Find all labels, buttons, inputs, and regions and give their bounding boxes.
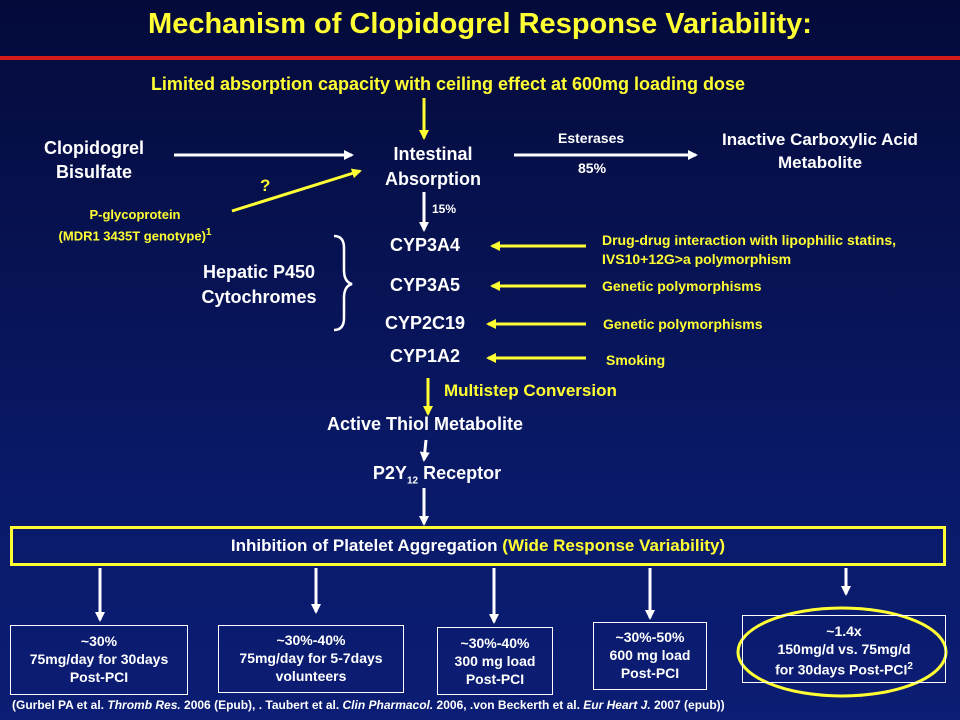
cyp1a2: CYP1A2: [389, 346, 461, 366]
p-glycoprotein: P-glycoprotein(MDR1 3435T genotype)1: [58, 207, 212, 244]
unknown-mark: ?: [260, 176, 271, 195]
arrow-active-to-receptor: [419, 439, 430, 462]
ceiling-note: Limited absorption capacity with ceiling…: [150, 74, 746, 94]
title-divider: [0, 56, 960, 60]
highlight-ellipse: [736, 606, 948, 698]
hepatic-brace: [333, 234, 353, 332]
citation: (Gurbel PA et al. Thromb Res. 2006 (Epub…: [12, 698, 725, 712]
p2y12-receptor: P2Y12 Receptor: [372, 463, 502, 487]
inhibition-box: Inhibition of Platelet Aggregation (Wide…: [10, 526, 946, 566]
multistep-conversion: Multistep Conversion: [444, 381, 617, 400]
active-thiol-metabolite: Active Thiol Metabolite: [326, 414, 524, 434]
cyp1a2-note: Smoking: [606, 352, 666, 368]
arrow-pgp-to-absorption: [231, 168, 362, 213]
esterases-label: Esterases: [558, 130, 625, 146]
percent-85: 85%: [578, 160, 607, 176]
cyp3a5: CYP3A5: [389, 275, 461, 295]
percent-15: 15%: [432, 202, 457, 216]
cyp3a4-note: Drug-drug interaction with lipophilic st…: [602, 232, 896, 267]
page-title: Mechanism of Clopidogrel Response Variab…: [148, 8, 812, 40]
cyp3a4: CYP3A4: [389, 235, 461, 255]
cyp3a5-note: Genetic polymorphisms: [602, 278, 762, 294]
cyp2c19: CYP2C19: [384, 313, 466, 333]
cyp2c19-note: Genetic polymorphisms: [603, 316, 763, 332]
